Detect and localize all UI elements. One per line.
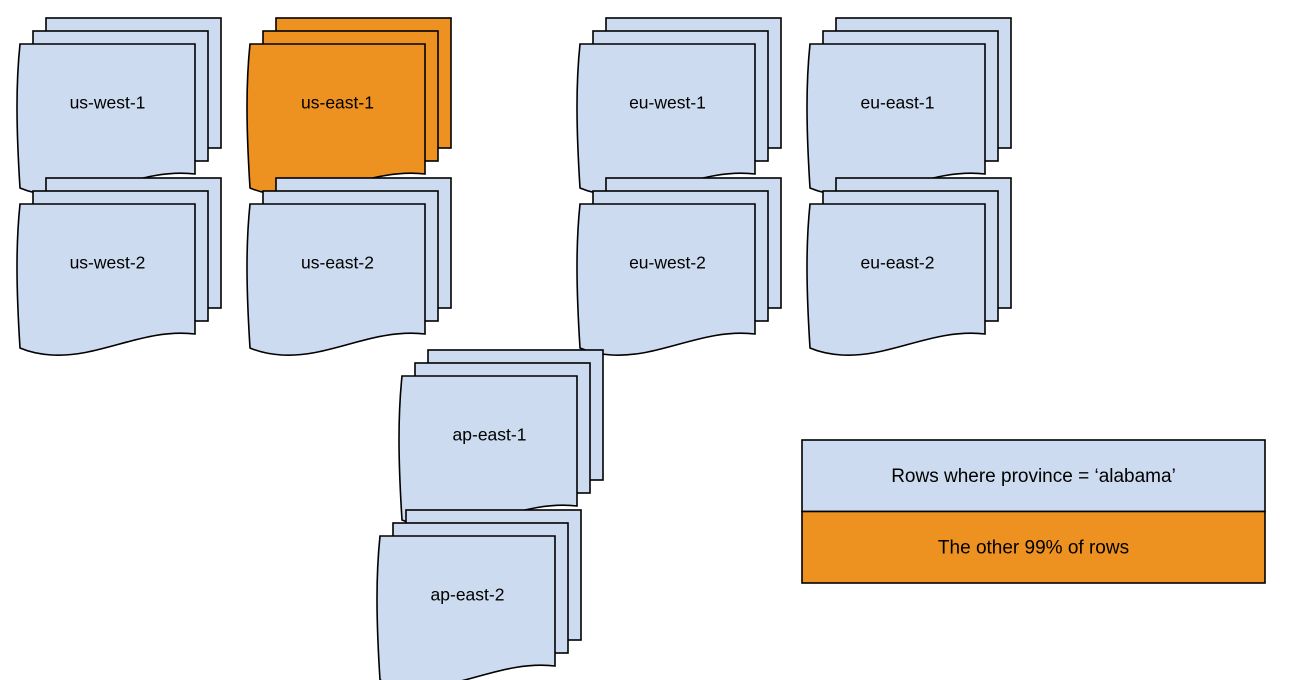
region-stack-label: eu-east-1 (861, 92, 935, 112)
region-stack-label: us-west-2 (70, 252, 146, 272)
region-stack-eu-east-2[interactable]: eu-east-2 (806, 177, 1012, 356)
legend-row-rows-subset: Rows where province = ‘alabama’ (801, 439, 1266, 513)
stack-sheet-front (576, 203, 756, 356)
legend-row-rows-other: The other 99% of rows (801, 510, 1266, 584)
legend-layer: Rows where province = ‘alabama’ The other… (801, 439, 1266, 584)
region-stack-us-east-2[interactable]: us-east-2 (246, 177, 452, 356)
region-stack-ap-east-2[interactable]: ap-east-2 (376, 509, 582, 680)
stack-sheet-front (16, 43, 196, 196)
stacks-layer: us-west-1 us-east-1 us-west-2 us-east-2 eu-w… (16, 17, 1012, 680)
stack-sheet-front (246, 43, 426, 196)
region-stack-eu-west-1[interactable]: eu-west-1 (576, 17, 782, 196)
region-stack-label: ap-east-1 (453, 424, 527, 444)
region-stack-label: us-east-1 (301, 92, 374, 112)
region-stack-eu-west-2[interactable]: eu-west-2 (576, 177, 782, 356)
region-stack-us-west-1[interactable]: us-west-1 (16, 17, 222, 196)
region-stack-ap-east-1[interactable]: ap-east-1 (398, 349, 604, 528)
stack-sheet-front (576, 43, 756, 196)
stack-sheet-front (246, 203, 426, 356)
region-stack-label: eu-east-2 (861, 252, 935, 272)
legend-label: The other 99% of rows (938, 537, 1129, 558)
legend-label: Rows where province = ‘alabama’ (891, 466, 1176, 487)
region-stack-us-east-1[interactable]: us-east-1 (246, 17, 452, 196)
stack-sheet-front (398, 375, 578, 528)
region-stack-us-west-2[interactable]: us-west-2 (16, 177, 222, 356)
region-stack-eu-east-1[interactable]: eu-east-1 (806, 17, 1012, 196)
region-stack-label: eu-west-1 (629, 92, 706, 112)
stack-sheet-front (16, 203, 196, 356)
region-stack-label: ap-east-2 (431, 584, 505, 604)
stack-sheet-front (806, 203, 986, 356)
stack-sheet-front (806, 43, 986, 196)
legend-swatch (801, 510, 1266, 584)
region-stack-label: eu-west-2 (629, 252, 706, 272)
region-stack-label: us-east-2 (301, 252, 374, 272)
region-stack-label: us-west-1 (70, 92, 146, 112)
stack-sheet-front (376, 535, 556, 680)
